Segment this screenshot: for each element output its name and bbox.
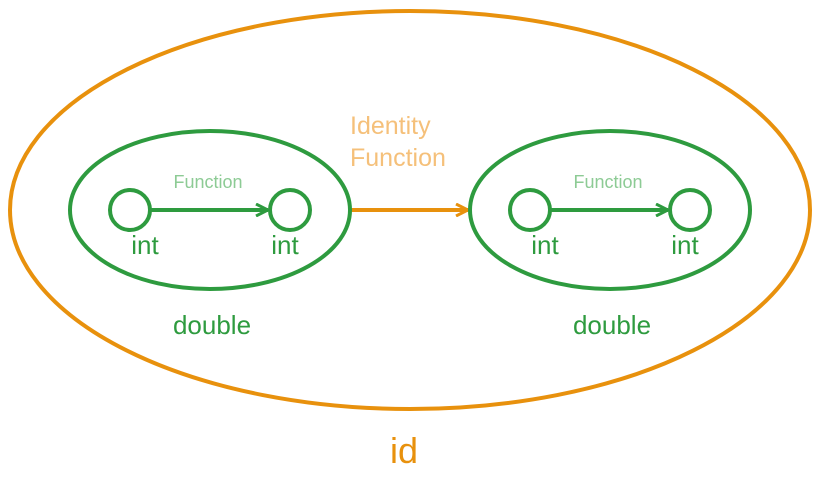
right-source-label: int (531, 230, 559, 260)
outer-label: id (390, 430, 418, 471)
right-target-node (668, 188, 712, 232)
left-target-label: int (271, 230, 299, 260)
right-function-label: Function (573, 172, 642, 192)
right-target-label: int (671, 230, 699, 260)
right-group-label: double (573, 310, 651, 340)
right-source-node (508, 188, 552, 232)
identity-arrow-label-line1: Identity (350, 112, 431, 140)
outer-ellipse (8, 9, 812, 411)
right-inner-ellipse (468, 129, 752, 291)
left-group-label: double (173, 310, 251, 340)
left-group: Function int int double (68, 129, 352, 340)
identity-arrow-label-line2: Function (350, 144, 446, 172)
left-target-node (268, 188, 312, 232)
left-source-node (108, 188, 152, 232)
left-source-label: int (131, 230, 159, 260)
right-group: Function int int double (468, 129, 752, 340)
left-function-label: Function (173, 172, 242, 192)
left-inner-ellipse (68, 129, 352, 291)
